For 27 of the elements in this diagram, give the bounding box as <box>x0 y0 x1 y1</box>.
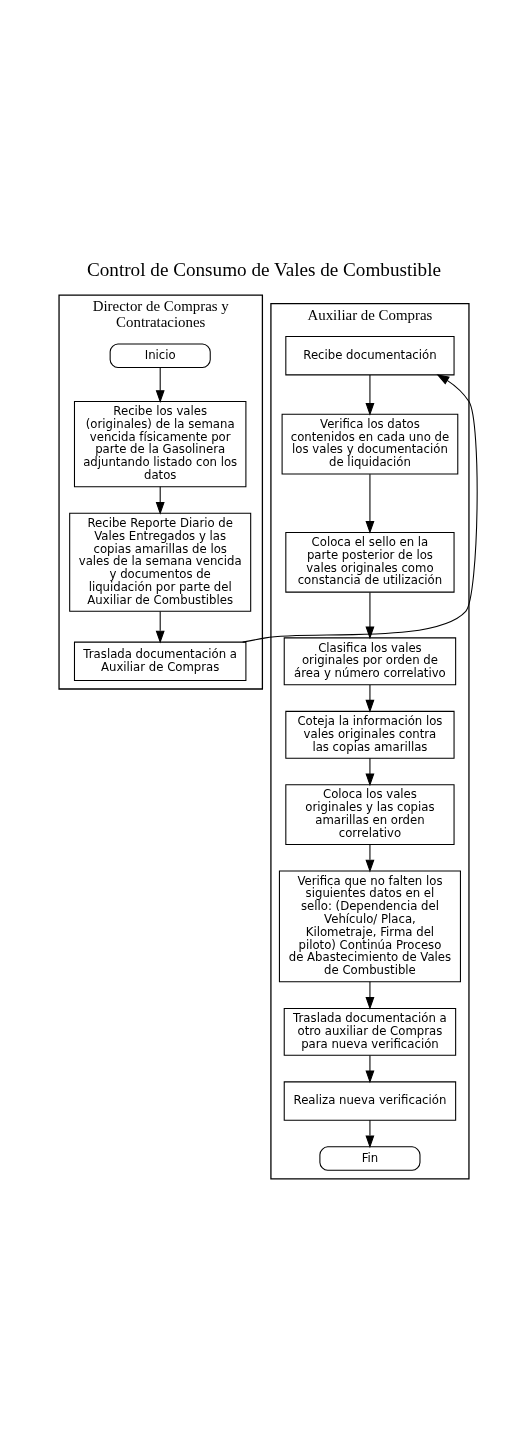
node-box: Recibe documentación <box>284 336 455 376</box>
arrow <box>155 367 165 403</box>
diagram-title: Control de Consumo de Vales de Combustible <box>86 259 441 281</box>
arrow <box>364 981 374 1010</box>
arrow <box>364 684 374 713</box>
node-box: Inicio <box>109 343 211 368</box>
node-box: Coloca el sello en la parte posterior de los vales originales como constancia de utilización <box>284 531 455 593</box>
arrow <box>364 1055 374 1084</box>
node-box: Recibe Reporte Diario de Vales Entregados y las copias amarillas de los vales de la semana vencida y documentos de liquidación por parte del Auxiliar de Combustibles <box>68 512 251 612</box>
arrow <box>364 591 374 640</box>
node-box: Traslada documentación a otro auxiliar de Compras para nueva verificación <box>283 1007 456 1056</box>
arrow <box>364 473 374 534</box>
node-box: Coteja la información los vales originales contra las copias amarillas <box>284 710 455 759</box>
arrow <box>155 611 165 644</box>
arrow <box>364 374 374 416</box>
node-box: Fin <box>318 1146 420 1171</box>
node-box: Verifica los datos contenidos en cada uno de los vales y documentación de liquidación <box>281 413 458 475</box>
node-box: Traslada documentación a Auxiliar de Compras <box>73 641 246 681</box>
arrow <box>364 844 374 873</box>
node-box: Recibe los vales (originales) de la semana vencida físicamente por parte de la Gasolinera adjuntando listado con los datos <box>73 401 246 488</box>
node-box: Coloca los vales originales y las copias amarillas en orden correlativo <box>284 784 455 845</box>
arrow <box>364 1119 374 1149</box>
arrow <box>364 757 374 787</box>
node-box: Clasifica los vales originales por orden de área y número correlativo <box>283 637 456 686</box>
node-box: Verifica que no falten los siguientes datos en el sello: (Dependencia del Vehículo/ Placa, Kilometraje, Firma del piloto) Continúa Proceso de Abastecimiento de Vales de Combustible <box>278 870 461 983</box>
node-box: Realiza nueva verificación <box>283 1081 456 1121</box>
arrow <box>241 374 478 643</box>
